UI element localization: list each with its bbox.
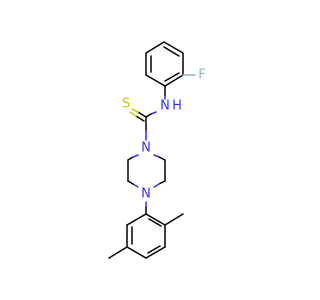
bond-nh-to-carbon xyxy=(145,113,152,118)
fluorine-atom-label: F xyxy=(198,68,205,83)
methyl-bond xyxy=(164,213,184,226)
nh-nitrogen-label: N xyxy=(160,99,170,114)
bond xyxy=(164,74,184,87)
methyl-bond xyxy=(108,246,128,259)
thiocarbonyl-double-bond-s xyxy=(131,108,139,113)
bond xyxy=(153,183,160,188)
aromatic-inner-bond xyxy=(148,218,162,227)
bond xyxy=(145,41,165,54)
bond xyxy=(145,74,166,87)
bond-nh-to-carbon-n xyxy=(150,111,157,115)
piperazine-ring xyxy=(127,154,166,188)
fluorophenyl-ring xyxy=(145,41,184,87)
bond xyxy=(163,41,184,54)
bond xyxy=(132,154,139,158)
aromatic-inner-bond xyxy=(147,245,161,254)
bond xyxy=(126,246,147,259)
piperazine-bottom-nitrogen-label: N xyxy=(141,187,151,202)
bond xyxy=(127,180,134,185)
thiocarbonyl-double-bond-s xyxy=(129,111,137,117)
bond xyxy=(145,246,166,259)
bond xyxy=(132,183,139,188)
thiocarbonyl-double-bond xyxy=(135,115,145,122)
thiocarbonyl-double-bond xyxy=(137,111,147,118)
sulfur-atom-label: S xyxy=(122,97,130,112)
bond xyxy=(145,213,166,226)
bond xyxy=(153,154,160,158)
piperazine-top-nitrogen-label: N xyxy=(141,141,151,156)
nh-hydrogen-label: H xyxy=(172,99,182,114)
molecule-structure-diagram: S N H F N N xyxy=(108,41,206,259)
aromatic-inner-bond xyxy=(163,46,180,57)
bond xyxy=(127,156,134,161)
dimethylphenyl-ring xyxy=(126,213,166,259)
bond xyxy=(126,213,147,226)
aromatic-inner-bond xyxy=(164,72,180,82)
bond xyxy=(158,180,166,185)
bond xyxy=(158,156,166,161)
